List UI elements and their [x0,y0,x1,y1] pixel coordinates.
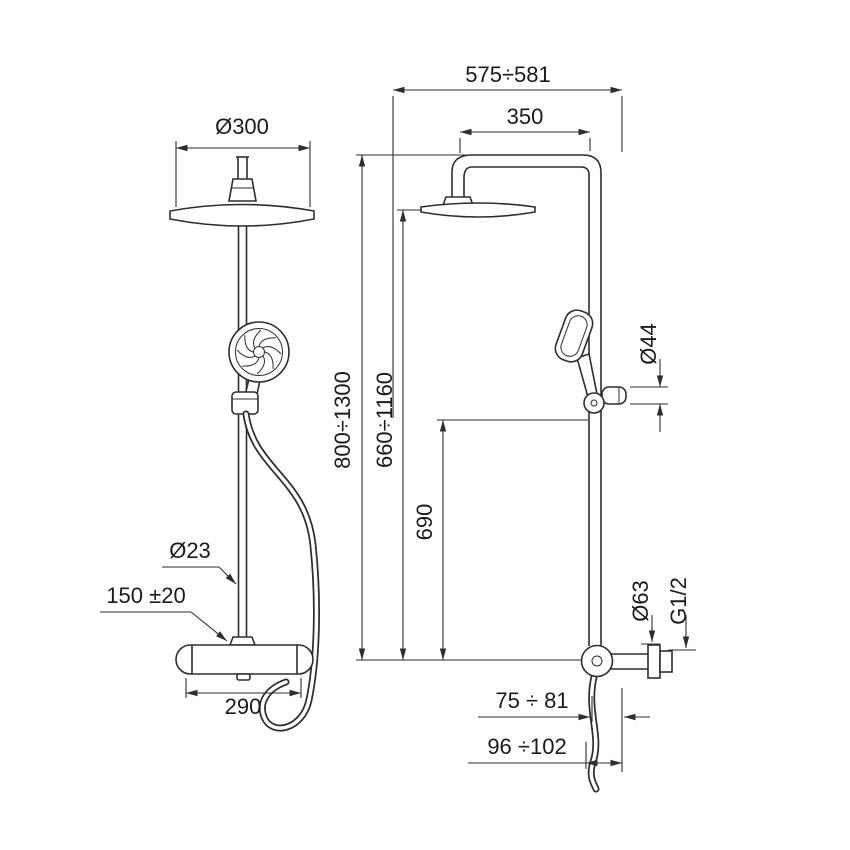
dim-riser-height-label: 660÷1160 [372,372,397,468]
ball-joint-front [228,178,257,202]
dim-riser-diameter: Ø23 [162,538,237,585]
riser-pipe-front [237,226,248,637]
hand-shower-head-side [554,309,594,363]
wall-escutcheon [647,644,661,679]
wall-connection-stub [659,650,673,673]
hand-shower-handle-side [576,352,598,399]
dim-wall-offset-handset-label: 96 ÷102 [487,734,566,759]
slider-pivot [583,392,605,414]
dim-slider-diameter: Ø44 [630,323,668,432]
dim-bracket-spacing-label: 150 ±20 [106,583,185,608]
front-view: Ø300 Ø23 150 ±20 290 [100,114,320,732]
dim-escutcheon-diameter: Ø63 [628,580,660,645]
mixer-outlet-front [236,673,251,681]
dim-riser-diameter-label: Ø23 [169,538,211,563]
side-view: 575÷581 350 Ø44 800÷1300 660÷1160 [330,62,696,793]
dim-overall-height: 800÷1300 [330,155,366,660]
dim-head-diameter-label: Ø300 [215,114,269,139]
dim-handset-height: 690 [412,420,447,660]
dim-mixer-width-label: 290 [225,694,262,719]
overhead-shower-side [420,196,536,218]
dim-arm-projection: 350 [459,104,591,153]
mixer-front [175,636,314,681]
hand-shower-side [554,309,627,414]
dim-bracket-spacing: 150 ±20 [100,583,228,642]
dim-wall-offset-handset: 96 ÷102 [468,734,622,769]
dim-wall-offset-pipe-label: 75 ÷ 81 [495,688,568,713]
shower-head-plate-side [420,202,536,218]
dim-slider-diameter-label: Ø44 [636,323,661,365]
dim-handset-height-label: 690 [412,504,437,541]
dim-arm-projection-label: 350 [507,104,544,129]
mixer-body-side [580,644,614,678]
slider-knob [601,386,627,405]
hand-shower-front [228,321,290,415]
dim-head-diameter: Ø300 [175,114,311,207]
hose-side [587,673,600,793]
dim-wall-offset-pipe: 75 ÷ 81 [478,688,650,722]
dim-riser-height: 660÷1160 [372,210,407,660]
dim-overall-width: 575÷581 [393,62,622,94]
dim-connection-thread-label: G1/2 [666,577,691,625]
spray-face-swirl [236,329,282,375]
dim-mixer-width: 290 [185,678,302,719]
dim-connection-thread: G1/2 [666,577,696,651]
dim-overall-height-label: 800÷1300 [330,371,355,469]
overhead-shower-front [169,156,315,227]
hose-front [242,410,320,732]
shower-head-plate-front [169,203,315,227]
riser-pipe-side [451,154,602,646]
reference-lines [356,96,623,772]
mixer-side [580,644,673,679]
dim-escutcheon-diameter-label: Ø63 [628,580,653,622]
dim-overall-width-label: 575÷581 [465,62,551,87]
